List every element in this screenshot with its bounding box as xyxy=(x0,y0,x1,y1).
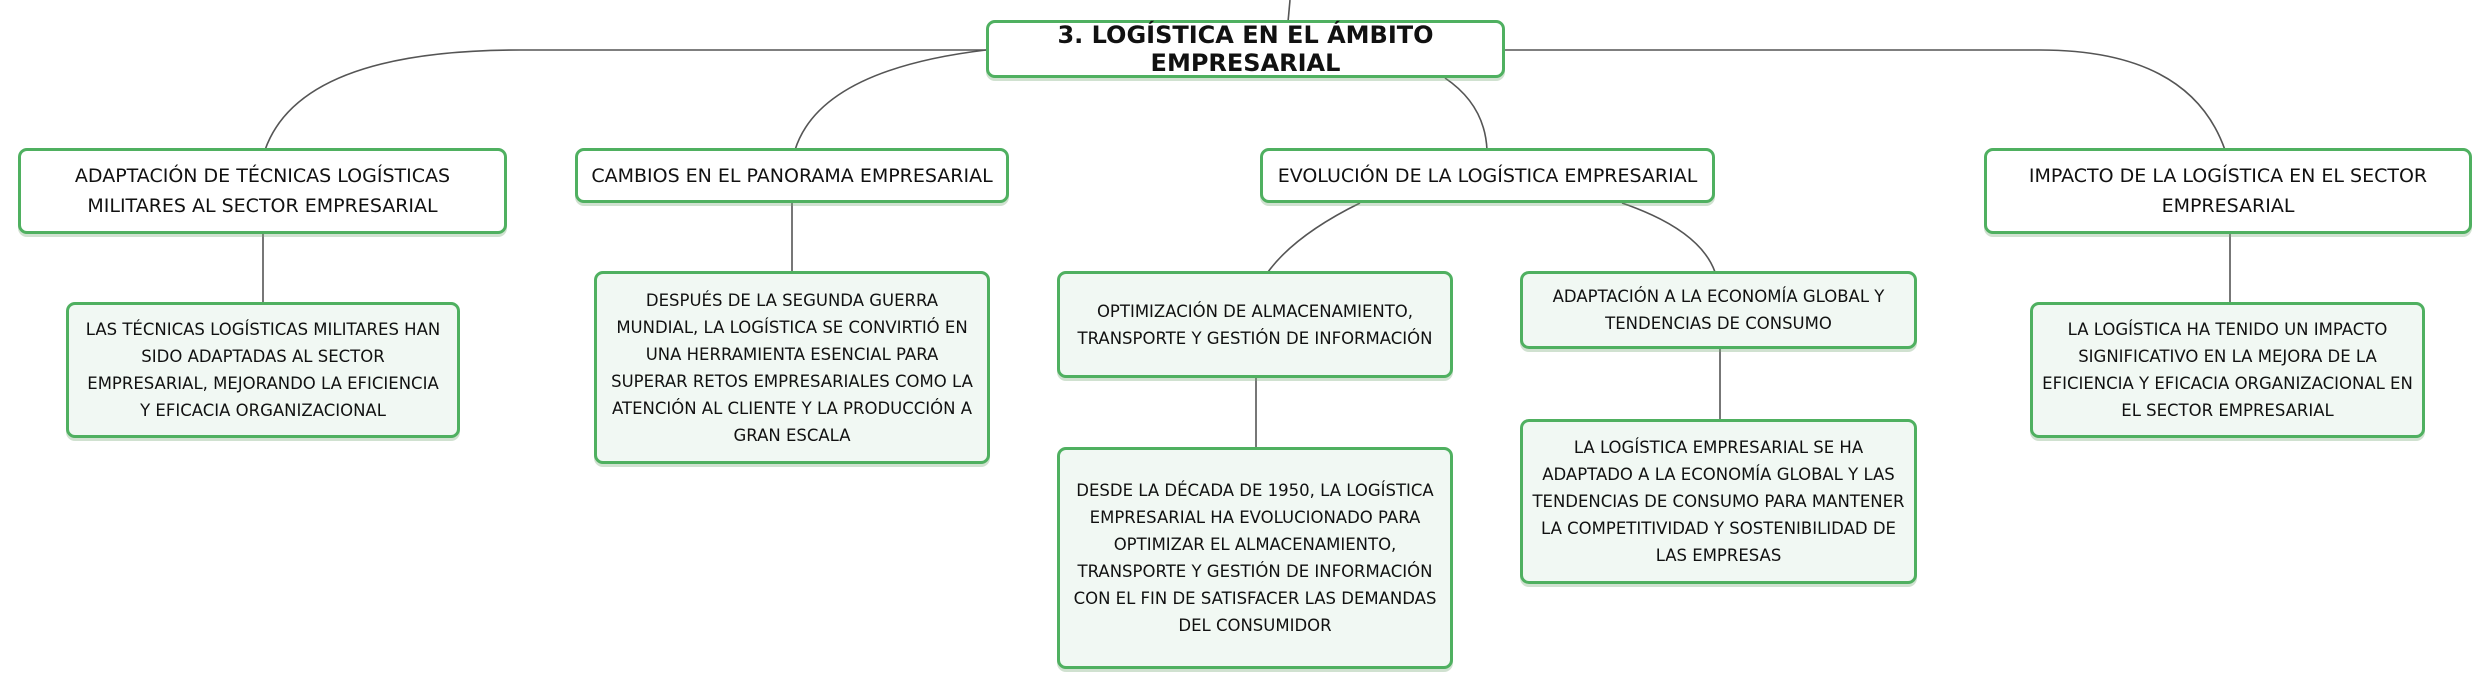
branch-label: ADAPTACIÓN DE TÉCNICAS LOGÍSTICAS MILITA… xyxy=(74,165,451,217)
branch-label: IMPACTO DE LA LOGÍSTICA EN EL SECTOR EMP… xyxy=(2028,165,2428,217)
branch-evolucion-logistica[interactable]: EVOLUCIÓN DE LA LOGÍSTICA EMPRESARIAL xyxy=(1260,148,1715,203)
branch-impacto-logistica[interactable]: IMPACTO DE LA LOGÍSTICA EN EL SECTOR EMP… xyxy=(1984,148,2472,234)
detail-text: LA LOGÍSTICA HA TENIDO UN IMPACTO SIGNIF… xyxy=(2042,320,2413,420)
connector-root-to-branch-evolucion xyxy=(1444,77,1488,151)
branch-label: CAMBIOS EN EL PANORAMA EMPRESARIAL xyxy=(591,164,993,187)
detail-text: LAS TÉCNICAS LOGÍSTICAS MILITARES HAN SI… xyxy=(85,320,441,420)
detail-military-techniques[interactable]: LAS TÉCNICAS LOGÍSTICAS MILITARES HAN SI… xyxy=(66,302,460,438)
root-topic-label: 3. LOGÍSTICA EN EL ÁMBITO EMPRESARIAL xyxy=(1057,21,1434,77)
detail-adaptacion-economia[interactable]: LA LOGÍSTICA EMPRESARIAL SE HA ADAPTADO … xyxy=(1520,419,1917,584)
branch-cambios-panorama[interactable]: CAMBIOS EN EL PANORAMA EMPRESARIAL xyxy=(575,148,1009,203)
connector-evolucion-to-optimizacion xyxy=(1267,202,1361,273)
detail-cambios-panorama[interactable]: DESPUÉS DE LA SEGUNDA GUERRA MUNDIAL, LA… xyxy=(594,271,990,464)
detail-optimizacion[interactable]: DESDE LA DÉCADA DE 1950, LA LOGÍSTICA EM… xyxy=(1057,447,1453,669)
detail-impacto-logistica[interactable]: LA LOGÍSTICA HA TENIDO UN IMPACTO SIGNIF… xyxy=(2030,302,2425,438)
connector-root-to-branch-impacto xyxy=(1505,49,2226,151)
connector-evolucion-to-adaptacion xyxy=(1621,202,1716,273)
connector-top-stub xyxy=(1287,0,1291,23)
subtopic-label: OPTIMIZACIÓN DE ALMACENAMIENTO, TRANSPOR… xyxy=(1077,301,1433,348)
connector-root-to-branch-cambios xyxy=(794,49,987,151)
connector-root-to-branch-military xyxy=(264,49,986,151)
root-topic[interactable]: 3. LOGÍSTICA EN EL ÁMBITO EMPRESARIAL xyxy=(986,20,1505,78)
branch-military-techniques[interactable]: ADAPTACIÓN DE TÉCNICAS LOGÍSTICAS MILITA… xyxy=(18,148,507,234)
detail-text: DESDE LA DÉCADA DE 1950, LA LOGÍSTICA EM… xyxy=(1073,481,1437,635)
detail-text: DESPUÉS DE LA SEGUNDA GUERRA MUNDIAL, LA… xyxy=(611,290,973,445)
detail-text: LA LOGÍSTICA EMPRESARIAL SE HA ADAPTADO … xyxy=(1532,438,1905,565)
branch-label: EVOLUCIÓN DE LA LOGÍSTICA EMPRESARIAL xyxy=(1277,164,1698,187)
subtopic-optimizacion[interactable]: OPTIMIZACIÓN DE ALMACENAMIENTO, TRANSPOR… xyxy=(1057,271,1453,378)
subtopic-adaptacion-economia[interactable]: ADAPTACIÓN A LA ECONOMÍA GLOBAL Y TENDEN… xyxy=(1520,271,1917,349)
subtopic-label: ADAPTACIÓN A LA ECONOMÍA GLOBAL Y TENDEN… xyxy=(1552,287,1885,333)
